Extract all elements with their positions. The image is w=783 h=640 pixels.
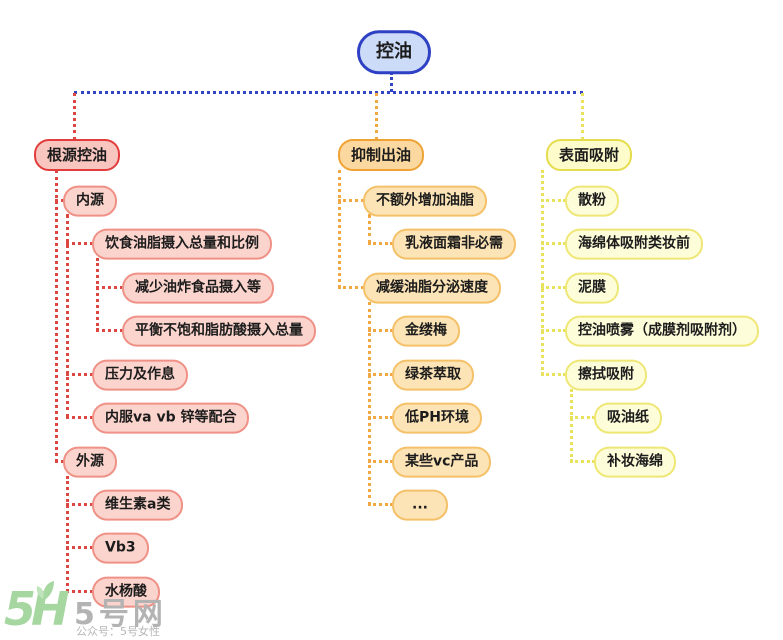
node-stress-and-rest[interactable]: 压力及作息: [92, 359, 188, 391]
node-vitamin-a[interactable]: 维生素a类: [92, 489, 184, 521]
connector-line: [368, 329, 393, 332]
node-surface-adsorption[interactable]: 表面吸附: [546, 139, 633, 171]
connector-line: [66, 214, 69, 418]
connector-line: [55, 199, 64, 202]
node-no-extra-oil[interactable]: 不额外增加油脂: [363, 185, 487, 217]
connector-line: [338, 170, 341, 288]
connector-line: [368, 416, 393, 419]
node-slow-sebum-secretion[interactable]: 减缓油脂分泌速度: [363, 272, 501, 304]
node-salicylic-acid[interactable]: 水杨酸: [92, 576, 160, 608]
connector-line: [368, 242, 393, 245]
site-caption: 公众号：5号女性: [76, 625, 160, 638]
connector-line: [66, 546, 93, 549]
connector-line: [368, 373, 393, 376]
connector-line: [66, 242, 93, 245]
connector-line: [541, 170, 544, 375]
node-inhibit-oil[interactable]: 抑制出油: [338, 139, 425, 171]
connector-line: [55, 460, 64, 463]
node-root-oil-control[interactable]: 控油: [357, 30, 431, 74]
connector-line: [541, 373, 566, 376]
connector-line: [541, 286, 566, 289]
node-oral-va-vb-zinc[interactable]: 内服va vb 锌等配合: [92, 402, 250, 434]
connector-line: [96, 329, 123, 332]
connector-line: [338, 286, 364, 289]
node-oil-control-spray[interactable]: 控油喷雾（成膜剂吸附剂）: [565, 315, 759, 347]
node-loose-powder[interactable]: 散粉: [565, 185, 619, 217]
node-sponge-primer[interactable]: 海绵体吸附类妆前: [565, 228, 703, 260]
connector-line: [541, 199, 566, 202]
connector-line: [66, 590, 93, 593]
connector-line: [74, 91, 583, 94]
connector-line: [66, 416, 93, 419]
node-some-vc-products[interactable]: 某些vc产品: [392, 446, 492, 478]
node-root-source-control[interactable]: 根源控油: [34, 139, 121, 171]
node-vb3[interactable]: Vb3: [92, 532, 149, 564]
site-logo: 5H: [4, 582, 69, 636]
connector-line: [368, 503, 393, 506]
connector-line: [390, 72, 393, 92]
site-name: 5号网: [74, 597, 167, 632]
node-low-ph[interactable]: 低PH环境: [392, 402, 482, 434]
node-witch-hazel[interactable]: 金缕梅: [392, 315, 460, 347]
connector-line: [66, 373, 93, 376]
node-wipe-adsorption[interactable]: 擦拭吸附: [565, 359, 647, 391]
connector-line: [375, 93, 378, 140]
node-clay-mask[interactable]: 泥膜: [565, 272, 619, 304]
connector-line: [368, 460, 393, 463]
connector-line: [570, 460, 595, 463]
node-lotion-not-necessary[interactable]: 乳液面霜非必需: [392, 228, 516, 260]
node-external-source[interactable]: 外源: [63, 446, 117, 478]
node-balance-fatty-acid[interactable]: 平衡不饱和脂肪酸摄入总量: [122, 315, 316, 347]
connector-line: [96, 286, 123, 289]
connector-line: [581, 93, 584, 140]
node-internal-source[interactable]: 内源: [63, 185, 117, 217]
connector-line: [66, 503, 93, 506]
node-blotting-paper[interactable]: 吸油纸: [594, 402, 662, 434]
connector-line: [96, 258, 99, 331]
connector-line: [338, 199, 364, 202]
node-green-tea-extract[interactable]: 绿茶萃取: [392, 359, 474, 391]
connector-line: [66, 476, 69, 592]
connector-line: [368, 302, 371, 505]
connector-line: [368, 214, 371, 244]
leaf-icon: [36, 581, 54, 600]
connector-line: [570, 389, 573, 462]
node-ellipsis[interactable]: ...: [392, 489, 448, 521]
node-reduce-fried-food[interactable]: 减少油炸食品摄入等: [122, 272, 274, 304]
connector-line: [73, 93, 76, 140]
node-diet-fat-intake[interactable]: 饮食油脂摄入总量和比例: [92, 228, 272, 260]
connector-line: [55, 170, 58, 462]
connector-line: [541, 242, 566, 245]
connector-line: [570, 416, 595, 419]
connector-line: [541, 329, 566, 332]
node-touch-up-sponge[interactable]: 补妆海绵: [594, 446, 676, 478]
